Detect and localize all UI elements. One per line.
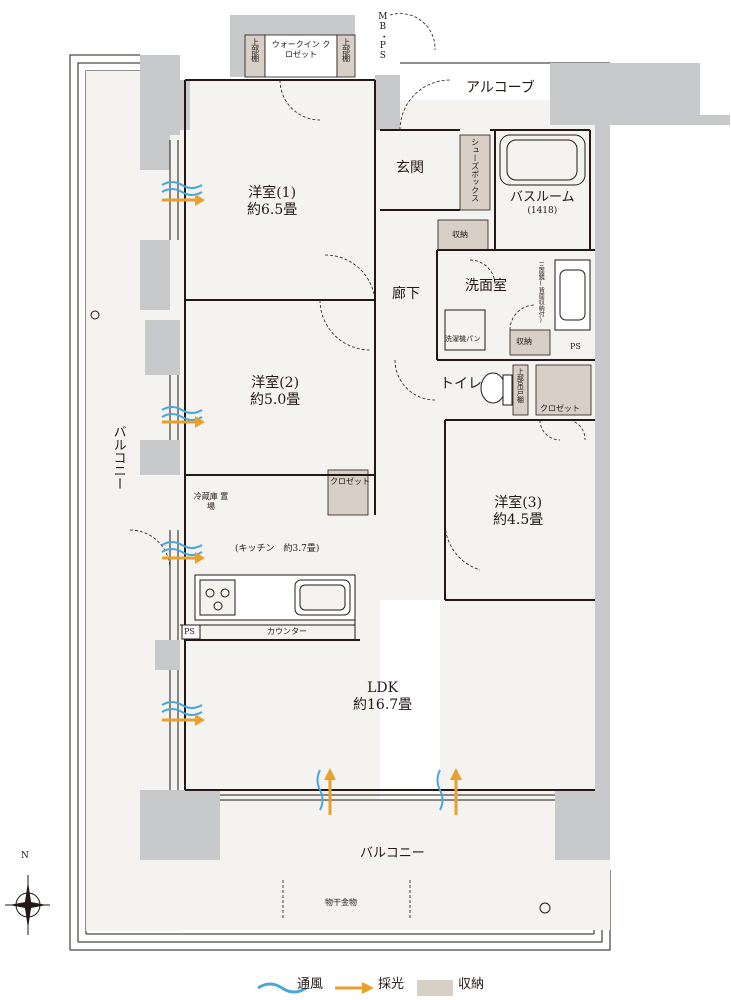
room-kitchen: (キッチン 約3.7畳) (235, 544, 320, 554)
drying-hardware-label: 物干金物 (325, 898, 357, 907)
compass-n-label: N (21, 851, 29, 861)
room-western1-name: 洋室(1) (248, 185, 297, 201)
storage-entrance-label: 収納 (452, 230, 468, 239)
walkin-closet (244, 34, 356, 78)
drain-icon-west (90, 310, 100, 320)
room-ldk-size: 約16.7畳 (353, 696, 413, 713)
fridge-label: 冷蔵庫 置場 (193, 492, 229, 511)
room-western2-size: 約5.0畳 (250, 391, 301, 408)
room-toilet: トイレ (440, 376, 482, 392)
room-bathroom-size: (1418) (527, 205, 558, 216)
compass-icon (5, 875, 50, 935)
room-balcony-west: バルコニー (110, 425, 126, 490)
counter-label: カウンター (267, 627, 307, 636)
room-western3-size: 約4.5畳 (493, 511, 544, 528)
room-western3-name: 洋室(3) (494, 495, 543, 511)
ps-wash-label: PS (570, 342, 581, 351)
room-bathroom-name: バスルーム (510, 190, 575, 205)
upper-shelf-left-label: 上部棚 (250, 38, 260, 62)
walls (140, 15, 730, 860)
washer-pan-label: 洗濯機パン (445, 335, 481, 343)
ventilation-arrows (161, 181, 444, 811)
floor-area (86, 71, 610, 931)
legend-daylight: 採光 (378, 977, 405, 992)
room-western1-size: 約6.5畳 (247, 201, 298, 218)
kitchen-counter (180, 574, 356, 640)
legend-symbols (257, 980, 453, 996)
room-western1: 洋室(1) 約6.5畳 (247, 185, 297, 219)
closet-w3-label: クロゼット (540, 404, 580, 413)
room-hallway: 廊下 (392, 286, 420, 302)
storage-wash-label: 収納 (516, 337, 532, 346)
room-bathroom: バスルーム (1418) (510, 190, 575, 216)
legend-ventilation: 通風 (297, 977, 324, 992)
walkin-closet-label: ウォークイン クロゼット (271, 40, 331, 59)
upper-shelf-right-label: 上部棚 (341, 38, 351, 62)
room-washroom: 洗面室 (465, 278, 507, 294)
daylight-arrows (162, 194, 462, 815)
drain-icon (539, 902, 551, 914)
toilet-fixture (480, 372, 513, 406)
room-alcove: アルコーブ (466, 80, 535, 96)
ps-kitchen-label: PS (184, 627, 195, 636)
room-balcony-south: バルコニー (360, 846, 425, 861)
doors (129, 13, 586, 571)
shoe-box-label: シューズボックス (470, 138, 480, 202)
room-western2: 洋室(2) 約5.0畳 (250, 375, 300, 409)
room-ldk-name: LDK (367, 680, 399, 696)
toilet-upper-cabinet-label: 上部吊戸棚 (516, 368, 525, 403)
bathtub (499, 134, 586, 186)
washroom-fixtures (444, 259, 591, 351)
room-western3: 洋室(3) 約4.5畳 (493, 495, 543, 529)
storage-fills (327, 134, 592, 516)
mbps-label: MB・PS (377, 12, 388, 61)
three-mirror-label: 三面鏡(背面収納付) (537, 262, 545, 324)
room-entrance: 玄関 (396, 160, 424, 176)
room-western2-name: 洋室(2) (251, 375, 300, 391)
closet-w2-label: クロゼット (330, 477, 370, 486)
drying-hardware (282, 880, 411, 920)
room-ldk: LDK 約16.7畳 (353, 680, 412, 714)
partitions (184, 79, 595, 791)
legend-storage: 収納 (458, 977, 485, 992)
